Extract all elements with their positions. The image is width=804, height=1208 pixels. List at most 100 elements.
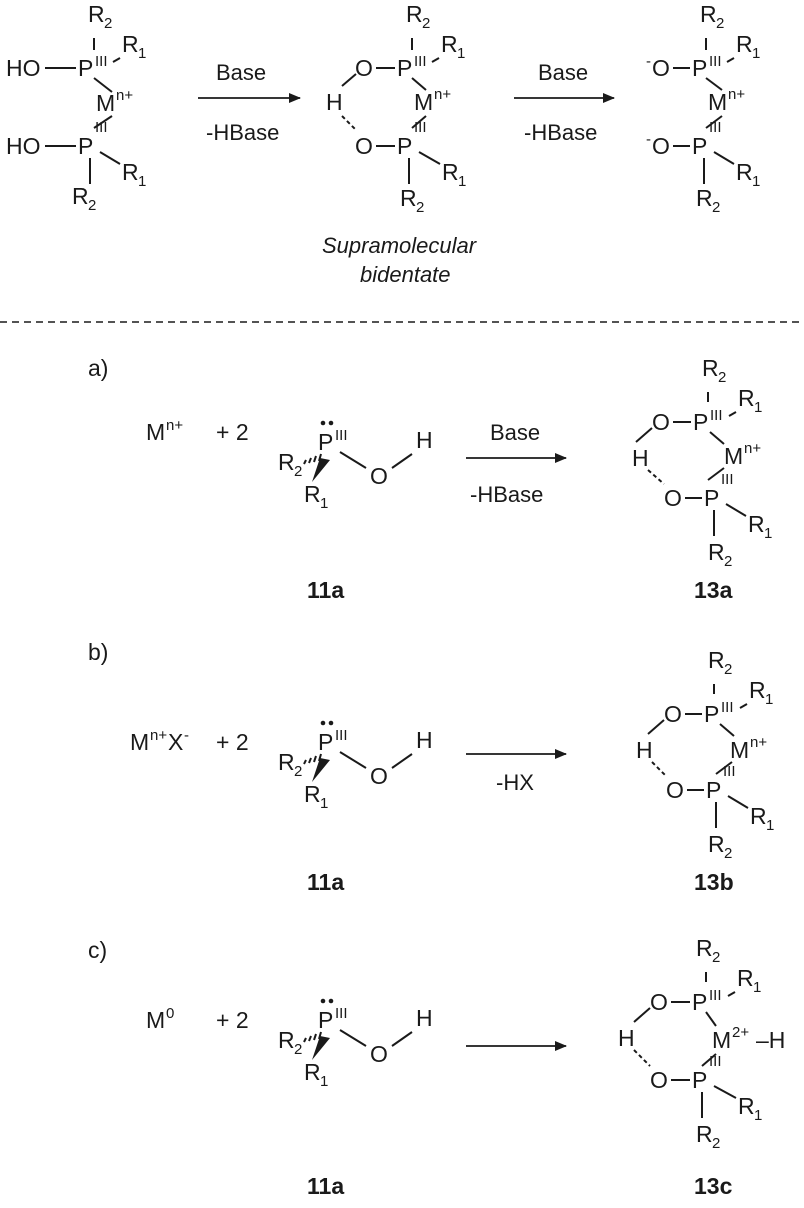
oxidation-state: III [335, 427, 348, 444]
oxygen-label: O [652, 55, 670, 81]
negative-charge: - [646, 131, 651, 148]
phosphorus-label: P [692, 133, 707, 159]
r2-label: R [278, 449, 295, 475]
r2-subscript: 2 [724, 553, 732, 570]
stoichiometry: + 2 [216, 729, 249, 755]
phosphorus-label: P [704, 701, 719, 727]
phosphorus-label: P [692, 55, 707, 81]
r2-subscript: 2 [104, 15, 112, 32]
r2-label: R [708, 539, 725, 565]
metal-label: M [414, 89, 433, 115]
r2-label: R [88, 1, 105, 27]
metal-charge: n+ [744, 440, 761, 457]
reaction-arrow-1: Base -HBase [198, 60, 301, 145]
r2-subscript: 2 [724, 845, 732, 862]
r2-label: R [72, 183, 89, 209]
r1-subscript: 1 [764, 525, 772, 542]
r1-label: R [736, 159, 753, 185]
oxygen-label: O [370, 763, 388, 789]
oxidation-state: III [414, 119, 427, 136]
oxygen-label: O [650, 989, 668, 1015]
r1-label: R [304, 481, 321, 507]
r1-label: R [122, 159, 139, 185]
metal-label: M [708, 89, 727, 115]
part-a-label: a) [88, 355, 108, 381]
r2-label: R [696, 185, 713, 211]
part-a-byproduct: -HBase [470, 482, 543, 507]
metal-label: M [146, 1007, 165, 1033]
r1-subscript: 1 [138, 45, 146, 62]
r2-subscript: 2 [718, 369, 726, 386]
compound-11a: 11a [307, 869, 344, 895]
oxygen-label: O [355, 55, 373, 81]
oxygen-label: O [664, 485, 682, 511]
oxidation-state: III [709, 119, 722, 136]
r1-label: R [748, 511, 765, 537]
oxidation-state: III [721, 471, 734, 488]
r1-subscript: 1 [320, 795, 328, 812]
metal-charge: n+ [150, 727, 167, 744]
arrow1-byproduct: -HBase [206, 120, 279, 145]
part-b-label: b) [88, 639, 108, 665]
metal-label: M [730, 737, 749, 763]
compound-11a: 11a [307, 577, 344, 603]
metal-charge: n+ [116, 87, 133, 104]
r1-label: R [736, 31, 753, 57]
oxygen-label: O [370, 463, 388, 489]
r1-label: R [738, 385, 755, 411]
metal-charge: n+ [166, 417, 183, 434]
phosphorus-label: P [704, 485, 719, 511]
r1-subscript: 1 [138, 173, 146, 190]
oxidation-state: III [335, 727, 348, 744]
phosphorus-label: P [78, 55, 93, 81]
r2-label: R [278, 1027, 295, 1053]
r1-label: R [441, 31, 458, 57]
hydrogen-label: H [416, 427, 433, 453]
metal-charge: n+ [434, 86, 451, 103]
r1-subscript: 1 [752, 173, 760, 190]
phosphorus-label: P [692, 1067, 707, 1093]
phosphorus-label: P [397, 133, 412, 159]
oxygen-label: O [650, 1067, 668, 1093]
r2-subscript: 2 [294, 763, 302, 780]
r1-subscript: 1 [753, 979, 761, 996]
r2-subscript: 2 [88, 197, 96, 214]
r2-subscript: 2 [422, 15, 430, 32]
hydrogen-label: H [632, 445, 649, 471]
r2-label: R [696, 1121, 713, 1147]
oxygen-label: O [664, 701, 682, 727]
phosphorus-label: P [397, 55, 412, 81]
part-b-byproduct: -HX [496, 770, 534, 795]
oxidation-state: III [335, 1005, 348, 1022]
phosphorus-label: P [318, 429, 333, 455]
r1-label: R [304, 1059, 321, 1085]
arrow1-reagent: Base [216, 60, 266, 85]
arrow2-reagent: Base [538, 60, 588, 85]
oxidation-state: III [709, 987, 722, 1004]
r1-subscript: 1 [752, 45, 760, 62]
r2-label: R [406, 1, 423, 27]
phosphorus-label: P [693, 409, 708, 435]
r1-subscript: 1 [754, 1107, 762, 1124]
r2-label: R [700, 1, 717, 27]
r1-label: R [749, 677, 766, 703]
hydroxyl-label: HO [6, 55, 41, 81]
metal-label: M [130, 729, 149, 755]
oxidation-state: III [709, 1053, 722, 1070]
compound-13c: 13c [694, 1173, 733, 1199]
r1-label: R [737, 965, 754, 991]
r2-subscript: 2 [294, 463, 302, 480]
phosphorus-label: P [78, 133, 93, 159]
r2-subscript: 2 [716, 15, 724, 32]
oxidation-state: III [723, 763, 736, 780]
oxygen-label: O [652, 133, 670, 159]
r2-label: R [702, 355, 719, 381]
oxidation-state: III [721, 699, 734, 716]
r1-label: R [750, 803, 767, 829]
metal-label: M [96, 90, 115, 116]
metal-charge: 2+ [732, 1024, 749, 1041]
r2-subscript: 2 [712, 1135, 720, 1152]
